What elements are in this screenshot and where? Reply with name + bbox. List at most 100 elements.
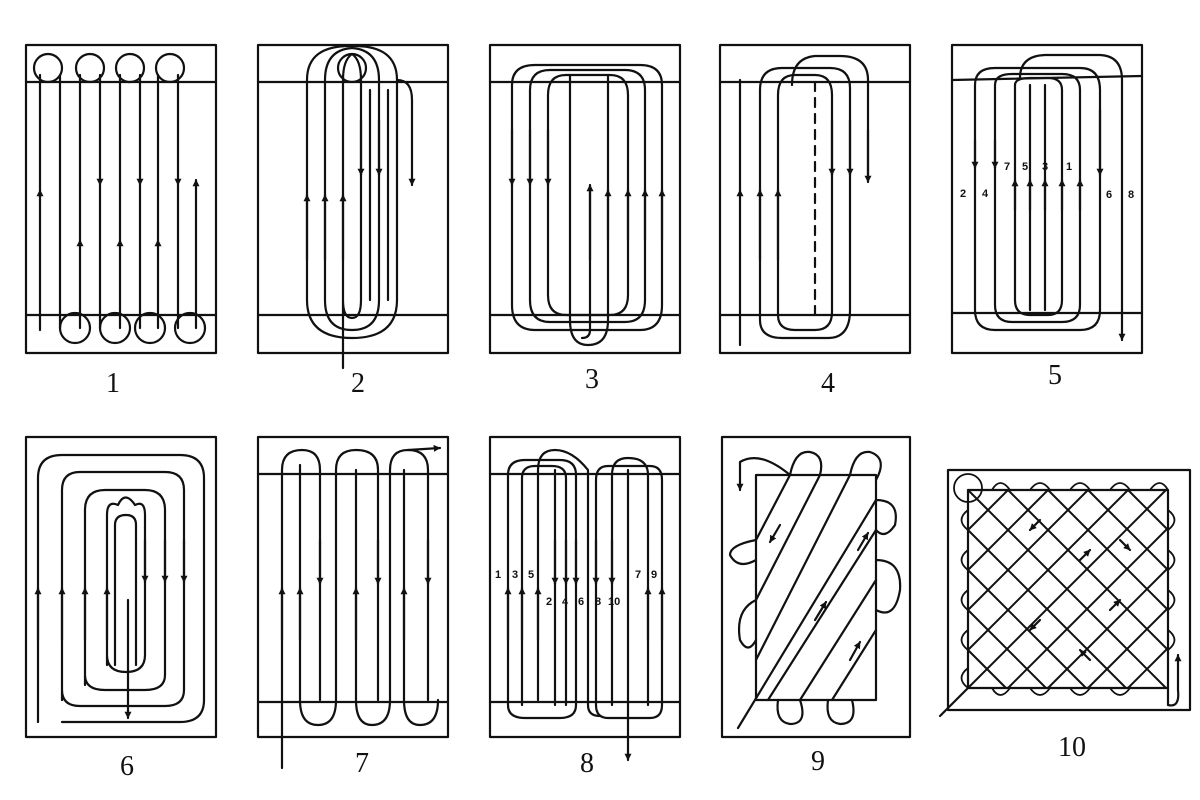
panel-label: 9 — [811, 746, 825, 777]
panel-label: 3 — [585, 364, 599, 395]
panel-8-pass-loop — [594, 464, 664, 720]
panel-1-field — [24, 43, 218, 355]
panel-8-pass-loop — [610, 456, 650, 707]
panel-10-direction — [1078, 548, 1092, 562]
panel-9-diagonal-pass — [830, 628, 878, 702]
pass-marker: 6 — [1106, 189, 1112, 201]
panel-3-pass-loop — [528, 68, 647, 324]
panel-2-diagram — [256, 43, 450, 370]
panel-3-pass-loop — [546, 73, 630, 317]
panel-1-turn-loop — [133, 311, 167, 345]
pass-marker: 2 — [546, 596, 552, 608]
panel-10-direction — [1028, 518, 1042, 532]
panel-6-field — [24, 435, 218, 739]
panel-1-turn-loop — [98, 311, 132, 345]
panel-2-pass-loop — [323, 46, 381, 332]
panel-9-direction — [813, 600, 828, 622]
panel-6-spiral — [83, 488, 167, 692]
panel-5-diagram — [950, 43, 1144, 355]
panel-3-pass-loop — [580, 188, 592, 340]
panel-9-turn-loop — [874, 498, 897, 536]
panel-2-pass-loop — [305, 44, 399, 340]
panel-10-exit — [1166, 653, 1182, 707]
panel-9-diagonal-pass — [754, 473, 852, 662]
panel-label: 10 — [1058, 732, 1086, 763]
panel-9-field — [720, 435, 912, 739]
pass-marker: 1 — [495, 569, 501, 581]
panel-9-diagonal-pass — [798, 578, 878, 702]
panel-9-direction — [768, 523, 782, 544]
panel-9-diagonal-pass — [754, 473, 792, 542]
panel-label: 4 — [821, 368, 835, 399]
panel-9-entry — [736, 457, 792, 492]
panel-9-diagonal-pass — [766, 528, 878, 702]
panel-8-pass-loop — [506, 458, 578, 720]
panel-7-exit — [406, 444, 442, 452]
pass-marker: 4 — [562, 596, 569, 608]
panel-10-crosshatch — [967, 489, 1169, 689]
panel-5-pass-loop — [1013, 76, 1064, 317]
panel-1-turn-loop — [58, 311, 92, 345]
panel-10-direction — [1108, 598, 1122, 612]
panel-4-field — [718, 43, 912, 355]
panel-10-inner-plot — [966, 488, 1170, 690]
panel-8-pass-loop — [536, 448, 602, 718]
panel-10-entry — [938, 686, 970, 718]
panel-3-field — [488, 43, 682, 355]
panel-4-pass-loop — [790, 54, 870, 177]
panel-10-direction — [1028, 618, 1042, 632]
panel-5-pass-loop — [993, 72, 1082, 324]
panel-7-pass-loop — [298, 448, 380, 727]
panel-9-diagonal-pass — [736, 498, 878, 730]
panel-4-pass-loop — [776, 73, 834, 332]
panel-1-turn-loop — [114, 52, 146, 84]
panel-6-diagram — [24, 435, 218, 739]
panel-10-field — [946, 468, 1192, 712]
panel-1-turn-loop — [32, 52, 64, 84]
panel-label: 2 — [351, 368, 365, 399]
pass-marker: 1 — [1066, 161, 1072, 173]
panel-6-spiral — [105, 496, 147, 674]
pass-marker: 5 — [1022, 161, 1028, 173]
panel-labels: 1 2 3 4 5 6 7 8 9 10 — [106, 360, 1086, 782]
panel-7-pass-loop — [354, 448, 430, 727]
panel-2-pass-exit — [395, 78, 416, 187]
panel-label: 6 — [120, 751, 134, 782]
panel-6-spiral — [60, 470, 186, 708]
panel-9-inner-plot — [754, 473, 878, 702]
panel-9-diagram — [720, 435, 912, 739]
panel-3-pass-loop — [510, 63, 664, 332]
panel-10-edge-loops — [953, 473, 1176, 696]
pass-marker: 4 — [982, 188, 989, 200]
panel-2-pass-loop — [341, 52, 363, 370]
panel-label: 7 — [355, 748, 369, 779]
panel-9-direction — [848, 640, 862, 662]
pass-marker: 8 — [1128, 189, 1134, 201]
panel-7-pass-loop — [402, 468, 440, 727]
panel-9-turn-loop — [728, 538, 758, 566]
panel-7-diagram — [256, 435, 450, 770]
panel-1-turn-loop — [74, 52, 106, 84]
pass-marker: 3 — [1042, 161, 1048, 173]
panel-4-pass-loop — [758, 66, 852, 340]
panel-8-diagram — [488, 435, 682, 762]
panel-9-turn-loop — [788, 450, 823, 477]
panel-5-pass-loop — [1018, 53, 1126, 342]
pass-marker: 6 — [578, 596, 584, 608]
panel-10-direction — [1118, 538, 1132, 552]
panel-9-turn-loop — [874, 558, 902, 614]
panel-9-diagonal-pass — [754, 473, 822, 602]
pass-marker: 9 — [651, 569, 657, 581]
pass-marker: 7 — [635, 569, 641, 581]
panel-1-turn-loop — [154, 52, 186, 84]
panel-4-diagram — [718, 43, 912, 355]
panel-5-field — [950, 43, 1144, 355]
panel-label: 1 — [106, 368, 120, 399]
panel-9-turn-loop — [776, 698, 804, 726]
panel-8-pass-markers: 1 3 5 2 4 6 8 10 7 9 — [495, 569, 657, 608]
panel-3-pass-loop — [568, 73, 610, 347]
pass-marker: 7 — [1004, 161, 1010, 173]
panel-7-field — [256, 435, 450, 739]
panel-10-direction — [1078, 648, 1092, 662]
